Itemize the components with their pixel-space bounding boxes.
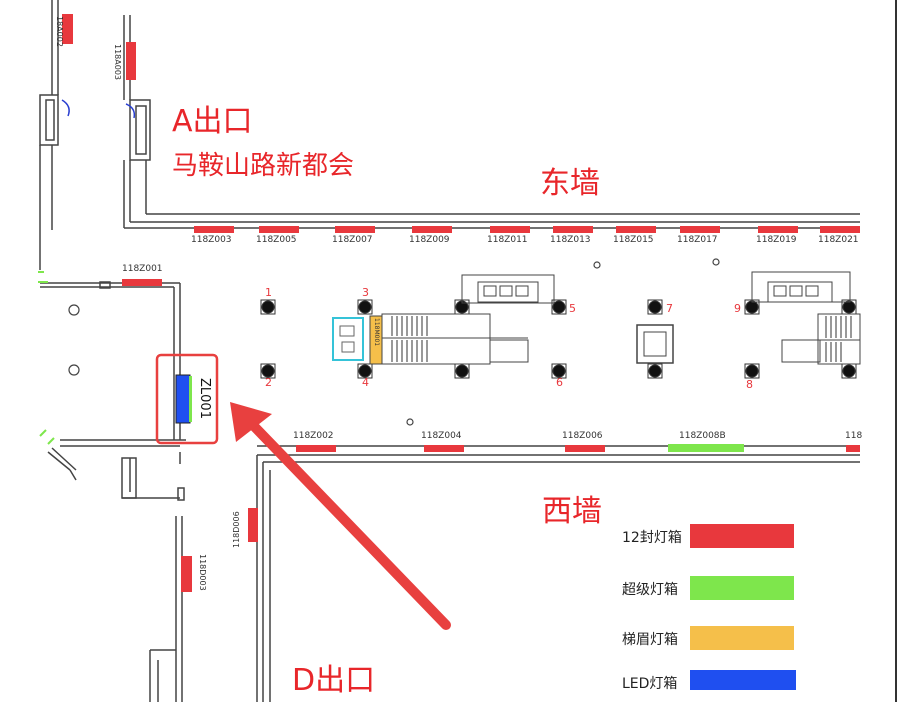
lightbox-118M001 bbox=[369, 315, 383, 365]
legend-label-3: LED灯箱 bbox=[622, 676, 678, 692]
box-label-118Z001: 118Z001 bbox=[122, 264, 163, 274]
legend-swatch-0 bbox=[690, 524, 794, 548]
cyan-box-detail bbox=[339, 325, 355, 337]
legend-swatch-3 bbox=[690, 670, 796, 690]
door-arc bbox=[61, 99, 70, 117]
lightbox-118D006 bbox=[248, 508, 258, 542]
escalator-left-steps bbox=[391, 316, 428, 362]
pillar-number-4: 4 bbox=[362, 376, 369, 389]
box-label-18A002: 18A002 bbox=[55, 16, 64, 47]
box-label-118M001: 118M001 bbox=[373, 318, 380, 347]
box-label-top-1: 118Z005 bbox=[256, 235, 297, 245]
a-exit-sub-label: 马鞍山路新都会 bbox=[172, 151, 355, 181]
a-exit-label: A出口 bbox=[172, 104, 253, 139]
lightbox-118Z002 bbox=[296, 445, 336, 452]
box-label-top-0: 118Z003 bbox=[191, 235, 232, 245]
legend-swatch-1 bbox=[690, 576, 794, 600]
box-label-top-9: 118Z021 bbox=[818, 235, 859, 245]
box-label-top-4: 118Z011 bbox=[487, 235, 528, 245]
box-label-top-5: 118Z013 bbox=[550, 235, 591, 245]
box-label-top-3: 118Z009 bbox=[409, 235, 450, 245]
box-label-bottom-1: 118Z004 bbox=[421, 431, 462, 441]
box-label-top-2: 118Z007 bbox=[332, 235, 373, 245]
pillar-number-1: 1 bbox=[265, 286, 272, 299]
pillar-number-7: 7 bbox=[666, 302, 673, 315]
zl001-highlight-frame bbox=[155, 353, 219, 445]
box-label-top-6: 118Z015 bbox=[613, 235, 654, 245]
box-label-bottom-3: 118Z008B bbox=[679, 431, 726, 441]
green-edge bbox=[189, 376, 192, 422]
column-circle bbox=[68, 364, 80, 376]
legend-swatches bbox=[690, 524, 796, 690]
lightbox-118Z009 bbox=[412, 226, 452, 233]
pointer-arrow-head bbox=[230, 402, 272, 442]
green-mark bbox=[39, 429, 47, 437]
box-label-118A003: 118A003 bbox=[113, 44, 122, 81]
door-arc bbox=[125, 103, 136, 119]
cyan-box-detail bbox=[341, 341, 355, 353]
box-label-bottom-2: 118Z006 bbox=[562, 431, 603, 441]
lightbox-118Z019 bbox=[758, 226, 798, 233]
escalator-left bbox=[381, 274, 555, 365]
lightbox-118Z011 bbox=[490, 226, 530, 233]
legend-label-0: 12封灯箱 bbox=[622, 530, 682, 546]
box-label-top-8: 118Z019 bbox=[756, 235, 797, 245]
lightbox-118A003 bbox=[126, 42, 136, 80]
lower-corridor-walls bbox=[121, 452, 860, 702]
lightbox-118Z007 bbox=[335, 226, 375, 233]
box-label-bottom-4: 118 bbox=[845, 431, 863, 441]
led-box-zl001 bbox=[175, 374, 191, 424]
east-wall-label: 东墙 bbox=[540, 166, 600, 201]
pillar-number-6: 6 bbox=[556, 376, 563, 389]
pillars bbox=[260, 299, 857, 379]
lightbox-118Z017 bbox=[680, 226, 720, 233]
lightbox-118Z003 bbox=[194, 226, 234, 233]
square-structure bbox=[636, 324, 674, 364]
lightbox-118Z015 bbox=[616, 226, 656, 233]
legend-swatch-2 bbox=[690, 626, 794, 650]
lightbox-18A002 bbox=[62, 14, 73, 44]
stair-lines bbox=[47, 447, 77, 481]
box-label-top-7: 118Z017 bbox=[677, 235, 718, 245]
pointer-arrow-shaft bbox=[245, 417, 451, 630]
corner-walls bbox=[40, 281, 186, 447]
escalator-right-steps bbox=[825, 316, 852, 362]
box-label-ZL001: ZL001 bbox=[197, 378, 212, 419]
lightbox-118Z004 bbox=[424, 445, 464, 452]
escalator-right bbox=[751, 271, 861, 365]
box-label-118D006: 118D006 bbox=[232, 511, 241, 548]
lightbox-118Z013 bbox=[553, 226, 593, 233]
pillar-number-8: 8 bbox=[746, 378, 753, 391]
marker-icon bbox=[593, 261, 601, 269]
pillar-number-2: 2 bbox=[265, 376, 272, 389]
d-exit-label: D出口 bbox=[292, 663, 376, 698]
box-label-118D003: 118D003 bbox=[198, 554, 207, 591]
box-label-bottom-0: 118Z002 bbox=[293, 431, 334, 441]
lightbox-118Z005 bbox=[259, 226, 299, 233]
west-wall-label: 西墙 bbox=[542, 494, 602, 529]
legend-label-1: 超级灯箱 bbox=[622, 582, 678, 598]
legend-label-2: 梯眉灯箱 bbox=[622, 632, 678, 648]
lightbox-118Z006 bbox=[565, 445, 605, 452]
marker-icon bbox=[406, 418, 414, 426]
pillar-number-3: 3 bbox=[362, 286, 369, 299]
pillar-number-5: 5 bbox=[569, 302, 576, 315]
pillar-number-9: 9 bbox=[734, 302, 741, 315]
column-circle bbox=[68, 304, 80, 316]
lightbox-118Z001 bbox=[122, 279, 162, 286]
cyan-box bbox=[332, 317, 364, 361]
lightbox-118Z021 bbox=[820, 226, 860, 233]
green-mark bbox=[47, 437, 55, 445]
marker-icon bbox=[712, 258, 720, 266]
lightbox-118Z008B bbox=[668, 444, 744, 452]
lightbox-118-partial bbox=[846, 445, 860, 452]
lightbox-118D003 bbox=[181, 556, 192, 592]
square-structure-inner bbox=[643, 331, 667, 357]
